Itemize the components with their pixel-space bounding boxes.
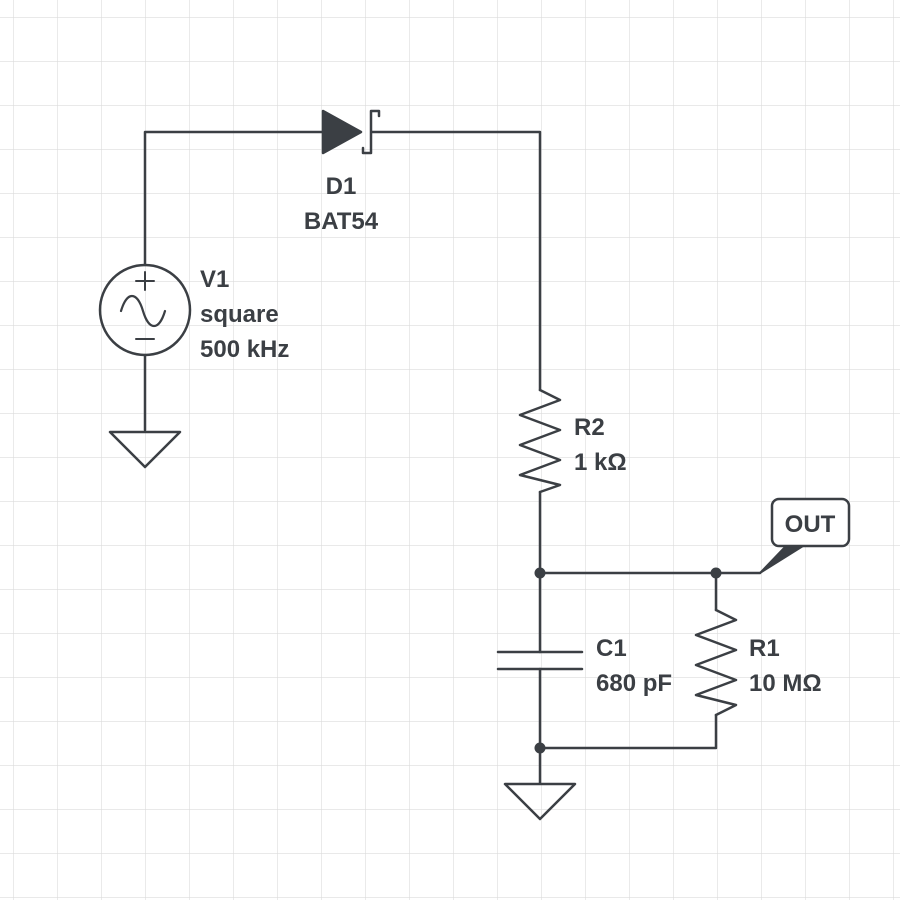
wire-ground-bus — [538, 713, 718, 750]
v1-freq-label: 500 kHz — [200, 336, 289, 363]
v1-type-label: square — [200, 301, 279, 328]
net-label-text: OUT — [785, 511, 836, 538]
resistor-icon[interactable] — [518, 388, 562, 494]
resistor-icon[interactable] — [694, 608, 738, 717]
v1-ref-label: V1 — [200, 266, 229, 293]
ground-icon[interactable] — [503, 782, 577, 821]
junction-dot — [534, 742, 546, 754]
junction-dot — [534, 567, 546, 579]
schottky-diode-icon[interactable] — [321, 109, 381, 155]
ac-voltage-source-icon[interactable] — [98, 263, 192, 357]
c1-ref-label: C1 — [596, 635, 627, 662]
wire-source-to-diode — [143, 130, 325, 267]
net-label-flag-icon[interactable]: OUT — [759, 497, 851, 574]
d1-ref-label: D1 — [326, 173, 357, 200]
r1-ref-label: R1 — [749, 635, 780, 662]
junction-dot — [710, 567, 722, 579]
d1-part-label: BAT54 — [304, 208, 379, 235]
r1-value-label: 10 MΩ — [749, 670, 822, 697]
r2-value-label: 1 kΩ — [574, 449, 627, 476]
wire-diode-to-r2 — [370, 130, 542, 392]
c1-value-label: 680 pF — [596, 670, 672, 697]
capacitor-icon[interactable] — [496, 650, 584, 671]
r2-ref-label: R2 — [574, 414, 605, 441]
ground-icon[interactable] — [108, 430, 182, 469]
